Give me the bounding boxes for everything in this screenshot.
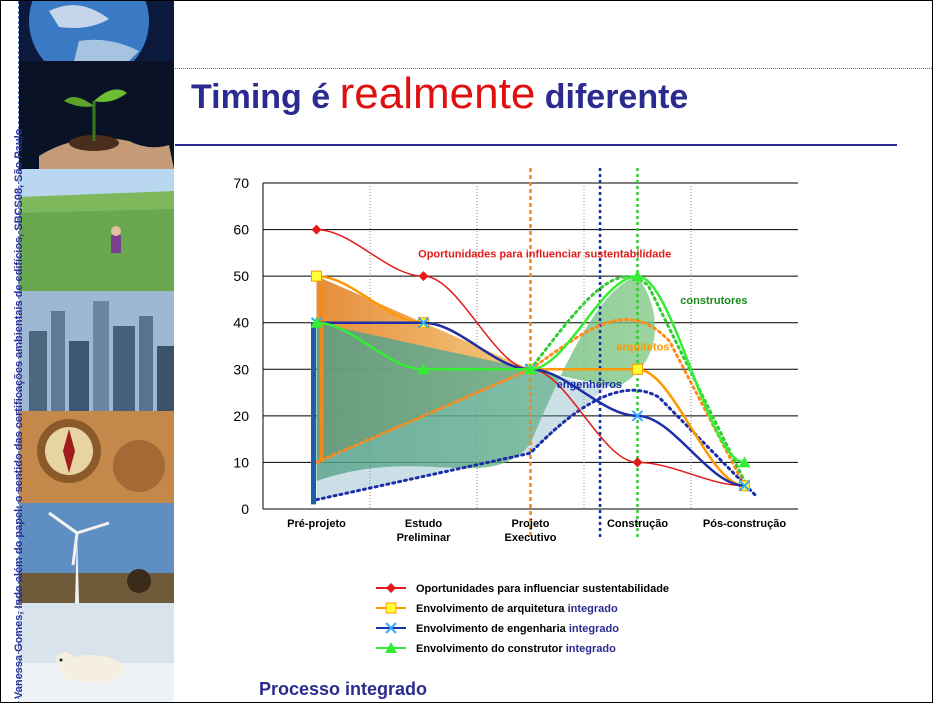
sidebar-photo-strip: Vanessa Gomes, Indo além do papel: o sen… — [1, 1, 175, 702]
y-tick-label: 20 — [233, 408, 249, 424]
constructor-trend — [529, 275, 746, 483]
architecture-trend — [315, 318, 746, 488]
engineering-trend — [315, 388, 757, 502]
legend-entry: Envolvimento de arquitetura integrado — [416, 603, 618, 615]
data-point — [631, 270, 644, 282]
engineering-area — [316, 322, 606, 500]
constructor-area — [316, 276, 656, 482]
legend-entry: Oportunidades para influenciar sustentab… — [416, 583, 669, 595]
chart-annotations: Oportunidades para influenciar sustentab… — [418, 249, 747, 391]
data-point — [632, 457, 643, 468]
city-skyline-photo — [19, 291, 174, 411]
y-tick-label: 70 — [233, 175, 249, 191]
slide-title: Timing é realmente diferente — [191, 69, 688, 119]
legend-entry-text: Oportunidades para influenciar sustentab… — [416, 583, 669, 595]
data-point — [738, 456, 751, 468]
data-point — [310, 316, 323, 328]
y-tick-label: 0 — [241, 501, 249, 517]
y-tick-label: 60 — [233, 222, 249, 238]
legend-entry-suffix: integrado — [566, 643, 616, 655]
chart-series — [310, 224, 751, 492]
polar-bear-photo — [19, 603, 174, 702]
series-line-4 — [316, 274, 745, 464]
earth-photo — [19, 1, 174, 61]
data-point — [311, 224, 322, 235]
legend-entry-suffix: integrado — [569, 623, 619, 635]
data-point — [311, 270, 322, 282]
x-tick-label: Pré-projeto — [287, 518, 346, 530]
legend-entry-text: Envolvimento de arquitetura — [416, 603, 568, 615]
data-point — [632, 363, 643, 375]
title-prefix: Timing é — [191, 78, 340, 116]
sidebar-credit-text: Vanessa Gomes, Indo além do papel: o sen… — [13, 128, 25, 699]
sidebar-divider — [18, 1, 19, 702]
title-suffix: diferente — [535, 78, 689, 116]
y-tick-label: 40 — [233, 315, 249, 331]
legend-entry-text: Envolvimento do construtor — [416, 643, 566, 655]
data-point — [417, 317, 430, 329]
data-point — [418, 271, 429, 282]
annotation-label: engenheiros — [557, 379, 622, 391]
annotation-label: construtores — [680, 295, 747, 307]
phase-markers — [311, 168, 757, 539]
legend-entry: Envolvimento do construtor integrado — [416, 643, 616, 655]
y-tick-label: 30 — [233, 361, 249, 377]
annotation-label: arquitetos — [616, 342, 669, 354]
legend-entry-text: Envolvimento de engenharia — [416, 623, 569, 635]
x-tick-label: Projeto — [512, 518, 550, 530]
legend-marker — [385, 602, 397, 614]
compass-map-photo — [19, 411, 174, 503]
annotation-label: Oportunidades para influenciar sustentab… — [418, 249, 671, 261]
x-tick-label: Executivo — [505, 532, 557, 544]
data-point — [524, 363, 537, 375]
legend-marker — [385, 642, 397, 653]
title-highlight: realmente — [339, 69, 536, 118]
data-point — [417, 363, 430, 375]
seedling-in-hands-photo — [19, 61, 174, 169]
x-tick-label: Pós-construção — [703, 518, 786, 530]
header-divider — [175, 68, 932, 69]
footer-label: Processo integrado — [259, 679, 428, 699]
x-tick-label: Construção — [607, 518, 668, 530]
wind-turbine-photo — [19, 503, 174, 603]
y-tick-label: 10 — [233, 454, 249, 470]
x-tick-label: Estudo — [405, 518, 443, 530]
chart-legend: Oportunidades para influenciar sustentab… — [376, 583, 669, 655]
green-field-photo — [19, 169, 174, 291]
legend-entry: Envolvimento de engenharia integrado — [416, 623, 619, 635]
legend-marker — [386, 583, 396, 593]
title-underline — [175, 144, 897, 146]
y-tick-label: 50 — [233, 268, 249, 284]
data-point — [631, 410, 644, 422]
legend-marker — [385, 622, 397, 634]
data-point — [738, 480, 751, 492]
legend-entry-suffix: integrado — [568, 603, 618, 615]
x-tick-label: Preliminar — [397, 532, 452, 544]
